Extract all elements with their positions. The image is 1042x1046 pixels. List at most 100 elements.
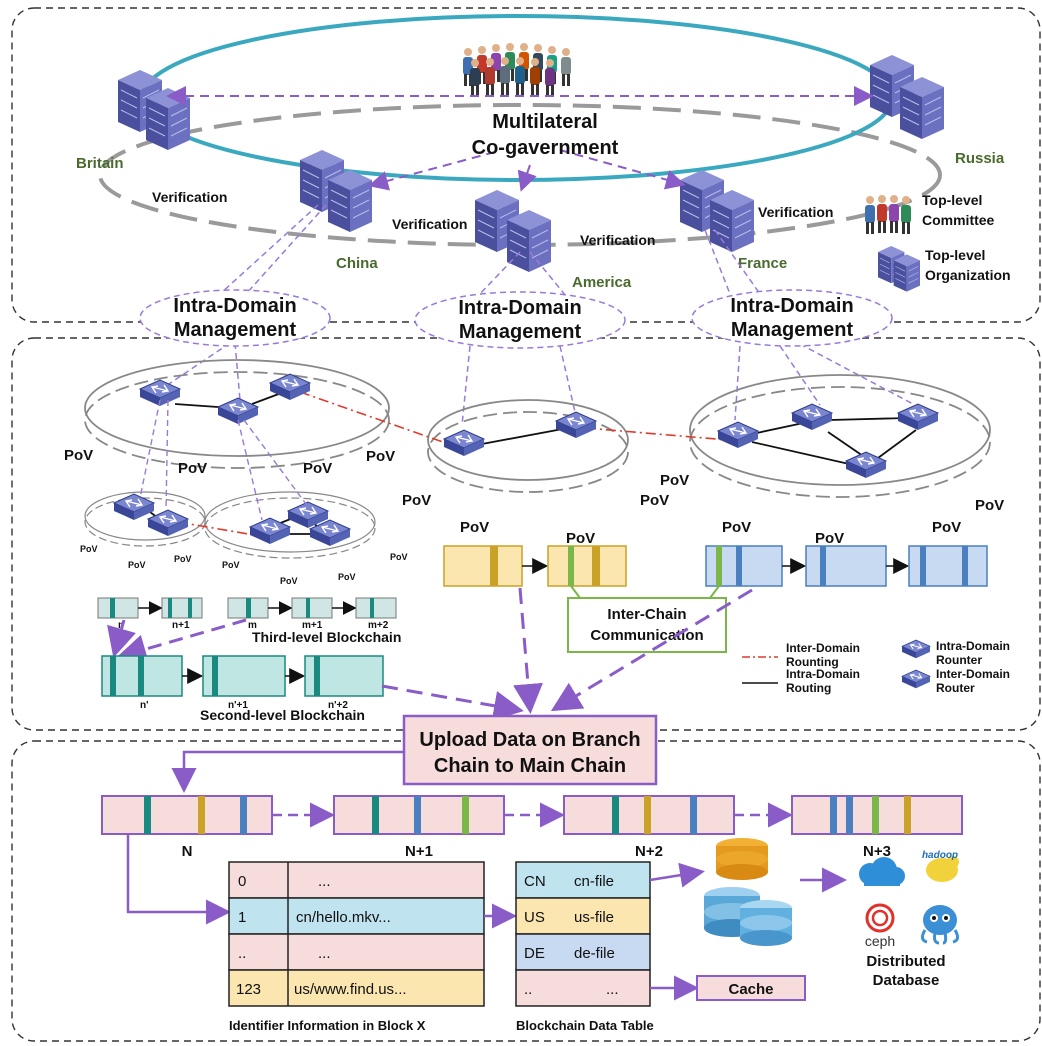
legend-inter-router-line2: Router [936, 681, 975, 695]
id-row-2-value: ... [318, 945, 331, 962]
intra-domain-management-china: Intra-Domain Management [139, 289, 331, 347]
svg-text:PoV: PoV [280, 576, 298, 586]
data-row-3-code: .. [524, 981, 532, 998]
router-icon [139, 373, 939, 479]
svg-text:PoV: PoV [303, 460, 332, 477]
committee-legend-icon [865, 195, 911, 234]
legend-intra-router-line1: Intra-Domain [936, 639, 1010, 653]
cache-label: Cache [728, 981, 773, 998]
verification-arrows [166, 86, 874, 192]
legend-intra-router-line2: Rounter [936, 653, 982, 667]
svg-text:Intra-Domain: Intra-Domain [173, 295, 296, 317]
second-level-label: Second-level Blockchain [200, 707, 365, 723]
inter-chain-line2: Communication [590, 627, 703, 644]
svg-text:PoV: PoV [566, 530, 595, 547]
britain-building-icon [117, 69, 191, 151]
legend-inter-router-icon [901, 669, 931, 689]
identifier-caption: Identifier Information in Block X [229, 1018, 426, 1033]
id-row-0-key: 0 [238, 873, 246, 890]
block-label-np: n' [140, 700, 149, 711]
svg-text:PoV: PoV [80, 544, 98, 554]
block-label-np1: n'+1 [228, 700, 248, 711]
country-america: America [572, 274, 632, 291]
id-row-1-key: 1 [238, 909, 246, 926]
main-block-n1: N+1 [405, 843, 433, 860]
block-label-m2: m+2 [368, 620, 389, 631]
db-line2: Database [873, 972, 940, 989]
hadoop-icon: hadoop [922, 850, 959, 882]
domain-drill-links [139, 399, 307, 521]
data-row-3-file: ... [606, 981, 619, 998]
legend-inter-routing-line2: Rounting [786, 655, 839, 669]
country-china: China [336, 255, 378, 272]
committee-crowd [463, 43, 571, 97]
legend-inter-routing-line1: Inter-Domain [786, 641, 860, 655]
svg-text:PoV: PoV [640, 492, 669, 509]
block-label-m: m [248, 620, 257, 631]
verification-label: Verification [152, 189, 227, 205]
inter-chain-links [570, 585, 720, 599]
inter-chain-line1: Inter-Chain [607, 606, 686, 623]
svg-text:ceph: ceph [865, 933, 895, 949]
third-to-second-arrows [107, 618, 247, 664]
intra-domain-links [159, 204, 916, 426]
title-line2: Co-gavernment [472, 137, 619, 159]
legend-inter-router-line1: Inter-Domain [936, 667, 1010, 681]
data-row-1-code: US [524, 909, 545, 926]
database-stack-icon [704, 838, 792, 946]
svg-text:PoV: PoV [366, 448, 395, 465]
svg-text:Intra-Domain: Intra-Domain [730, 295, 853, 317]
main-block-n: N [182, 843, 193, 860]
upload-line1: Upload Data on Branch [419, 729, 640, 751]
inter-routing-links [177, 391, 729, 537]
svg-text:PoV: PoV [932, 519, 961, 536]
identifier-table [228, 861, 485, 1007]
main-block-n2: N+2 [635, 843, 663, 860]
verification-label: Verification [580, 232, 655, 248]
id-row-0-value: ... [318, 873, 331, 890]
upload-to-main-arrow [171, 750, 404, 793]
third-level-label: Third-level Blockchain [252, 629, 401, 645]
yellow-branch-chain [443, 545, 627, 587]
data-row-0-code: CN [524, 873, 546, 890]
intra-domain-management-france: Intra-Domain Management [691, 289, 893, 347]
data-table-caption: Blockchain Data Table [516, 1018, 654, 1033]
svg-text:PoV: PoV [338, 572, 356, 582]
data-row-1-file: us-file [574, 909, 614, 926]
legend-org-line2: Organization [925, 267, 1011, 283]
id-row-2-key: .. [238, 945, 246, 962]
svg-text:PoV: PoV [460, 519, 489, 536]
block-to-table-arrow [126, 834, 231, 925]
pov-labels: PoV PoV PoV PoV PoV PoV PoV PoV PoV PoV … [64, 447, 1004, 586]
legend-committee-line1: Top-level [922, 192, 982, 208]
data-row-2-code: DE [524, 945, 545, 962]
legend-intra-routing-line1: Intra-Domain [786, 667, 860, 681]
cloud-icon [859, 857, 905, 886]
svg-text:PoV: PoV [660, 472, 689, 489]
russia-building-icon [869, 54, 945, 140]
svg-text:PoV: PoV [390, 552, 408, 562]
upload-box [402, 714, 658, 786]
legend-committee-line2: Committee [922, 212, 995, 228]
cache-box [696, 975, 806, 1001]
svg-text:PoV: PoV [178, 460, 207, 477]
block-label-m1: m+1 [302, 620, 323, 631]
svg-text:PoV: PoV [222, 560, 240, 570]
data-to-db-arrow [649, 862, 705, 888]
blue-branch-chain [705, 545, 988, 587]
upload-line2: Chain to Main Chain [434, 755, 626, 777]
db-line1: Distributed [866, 953, 945, 970]
legend-intra-routing-line2: Routing [786, 681, 831, 695]
svg-text:PoV: PoV [975, 497, 1004, 514]
organization-legend-icon [877, 245, 921, 292]
china-building-icon [299, 149, 373, 233]
id-row-1-value: cn/hello.mkv... [296, 909, 391, 926]
svg-text:PoV: PoV [402, 492, 431, 509]
data-table [515, 861, 651, 1007]
id-row-3-value: us/www.find.us... [294, 981, 407, 998]
pov-ellipses [84, 359, 991, 559]
octopus-icon [920, 905, 960, 945]
country-russia: Russia [955, 150, 1005, 167]
block-label-n1: n+1 [172, 620, 190, 631]
